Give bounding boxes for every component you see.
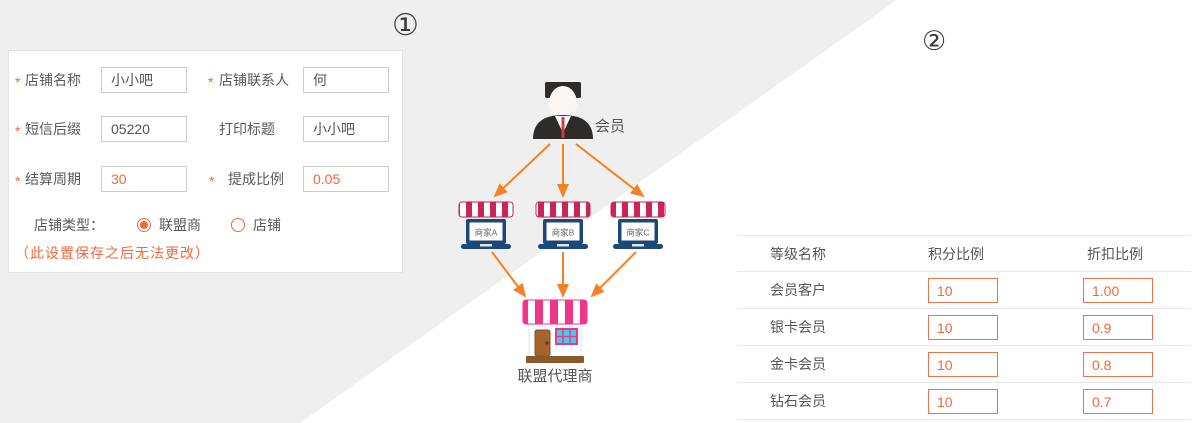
header-points-ratio: 积分比例 [928,246,984,262]
alliance-agent-label: 联盟代理商 [517,368,592,385]
merchant-to-agent-arrows [491,251,637,298]
merchant-b-label: 商家B [552,228,575,238]
print-title-label: 打印标题 [219,121,275,137]
discount-ratio-input[interactable] [1083,352,1153,377]
points-ratio-input[interactable] [928,278,998,303]
sms-suffix-label: 短信后缀 [25,121,81,137]
table-header: 等级名称 积分比例 折扣比例 [737,236,1191,272]
points-ratio-input[interactable] [928,389,998,414]
shop-name-input[interactable] [101,67,187,93]
member-person-icon [533,82,593,139]
merchant-c-label: 商家C [626,228,649,238]
table-row: 金卡会员 [737,346,1191,383]
header-discount-ratio: 折扣比例 [1087,246,1143,262]
points-ratio-input[interactable] [928,352,998,377]
header-level-name: 等级名称 [770,246,826,262]
level-name: 会员客户 [770,282,826,298]
shop-type-row: 店铺类型： 联盟商 店铺 [9,212,402,238]
radio-alliance-merchant[interactable] [137,218,151,232]
level-name: 金卡会员 [770,356,826,372]
shop-type-label: 店铺类型： [34,217,104,233]
radio-shop-label: 店铺 [253,217,281,233]
merchant-a-label: 商家A [475,228,498,238]
discount-ratio-input[interactable] [1083,278,1153,303]
merchant-a-icon: 商家A [458,201,514,249]
form-row-1: * 店铺名称 * 店铺联系人 [9,67,402,93]
shop-contact-label: 店铺联系人 [219,72,289,88]
table-row: 钻石会员 [737,383,1191,420]
required-asterisk: * [15,173,21,189]
merchant-c-icon: 商家C [610,201,666,249]
member-to-merchant-arrows [493,143,645,198]
required-asterisk: * [15,123,21,139]
sms-suffix-input[interactable] [101,116,187,142]
section-1-badge: ① [392,8,419,43]
merchant-b-icon: 商家B [535,201,591,249]
required-asterisk: * [15,74,21,90]
commission-rate-input[interactable] [303,166,389,192]
form-row-2: * 短信后缀 打印标题 [9,116,402,142]
relationship-diagram: 会员 商家A 商家B 商家C [458,82,666,385]
shop-contact-input[interactable] [303,67,389,93]
immutable-note: （此设置保存之后无法更改） [15,245,210,261]
required-asterisk: * [209,173,215,189]
radio-shop[interactable] [231,218,245,232]
commission-rate-label: 提成比例 [228,171,284,187]
shop-settings-panel: * 店铺名称 * 店铺联系人 * 短信后缀 打印标题 * 结算周期 * 提成比例… [8,50,403,273]
discount-ratio-input[interactable] [1083,389,1153,414]
points-ratio-input[interactable] [928,315,998,340]
member-level-table: 等级名称 积分比例 折扣比例 会员客户 银卡会员 金卡会员 钻石会员 [737,235,1191,420]
shop-name-label: 店铺名称 [25,72,81,88]
radio-alliance-merchant-label: 联盟商 [159,217,201,233]
form-row-3: * 结算周期 * 提成比例 [9,166,402,192]
settle-cycle-input[interactable] [101,166,187,192]
member-label: 会员 [595,118,625,135]
print-title-input[interactable] [303,116,389,142]
level-name: 银卡会员 [770,319,826,335]
level-name: 钻石会员 [770,393,826,409]
table-row: 会员客户 [737,272,1191,309]
section-2-badge: ② [922,26,947,57]
settle-cycle-label: 结算周期 [25,171,81,187]
alliance-agent-store-icon [522,299,588,363]
required-asterisk: * [208,74,214,90]
table-row: 银卡会员 [737,309,1191,346]
discount-ratio-input[interactable] [1083,315,1153,340]
